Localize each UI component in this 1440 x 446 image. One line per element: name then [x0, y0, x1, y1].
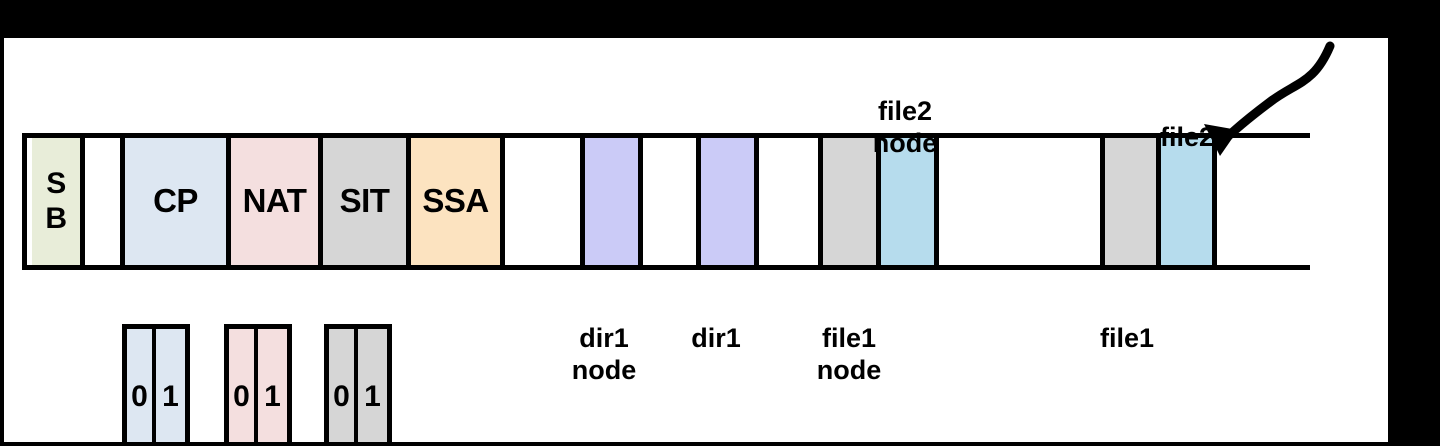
bar-cell-ssa: SSA: [406, 138, 500, 265]
bit-cell-cp-bits-1: 1: [156, 329, 185, 442]
bar-cell-dir1-node-a: [580, 138, 638, 265]
bar-cell-checkpoint: CP: [120, 138, 226, 265]
bit-cell-nat-bits-0: 0: [229, 329, 258, 442]
dir1-caption: dir1: [691, 323, 741, 353]
bar-cell-file2-node: [876, 138, 934, 265]
file1-node-caption: file1 node: [816, 323, 882, 385]
dir1-node-caption: dir1 node: [571, 323, 637, 385]
bar-cell-file1-node: [818, 138, 876, 265]
bit-cell-cp-bits-0: 0: [127, 329, 156, 442]
bit-cell-sit-bits-1: 1: [358, 329, 387, 442]
bit-cell-nat-bits-1: 1: [258, 329, 287, 442]
bar-cell-label-ssa: SSA: [422, 182, 489, 220]
bar-cell-label-nat: NAT: [242, 182, 307, 220]
bar-cell-empty-4: [934, 138, 1100, 265]
file2-node-caption: file2 node: [872, 96, 938, 158]
bit-cell-sit-bits-0: 0: [329, 329, 358, 442]
disk-layout-bar: S B CP NAT SIT SSA: [22, 133, 1310, 270]
bar-cell-file2-data: [1156, 138, 1212, 265]
bar-cell-label-sit: SIT: [339, 182, 390, 220]
bar-cell-sit: SIT: [318, 138, 406, 265]
bar-cell-empty-3: [754, 138, 818, 265]
bar-cell-empty-5: [1212, 138, 1310, 265]
bar-cell-label-superblock: S B: [45, 167, 67, 235]
bar-cell-label-checkpoint: CP: [153, 182, 198, 220]
bar-cell-gap-1: [80, 138, 120, 265]
file1-data-caption: file1: [1099, 323, 1155, 353]
bar-cell-nat: NAT: [226, 138, 318, 265]
file2-data-caption: file2: [1159, 122, 1215, 152]
bar-cell-file1-data: [1100, 138, 1156, 265]
bar-cell-empty-1: [500, 138, 580, 265]
bar-cell-empty-2: [638, 138, 696, 265]
bar-cell-superblock: S B: [32, 138, 80, 265]
bar-cell-dir1-node-b: [696, 138, 754, 265]
